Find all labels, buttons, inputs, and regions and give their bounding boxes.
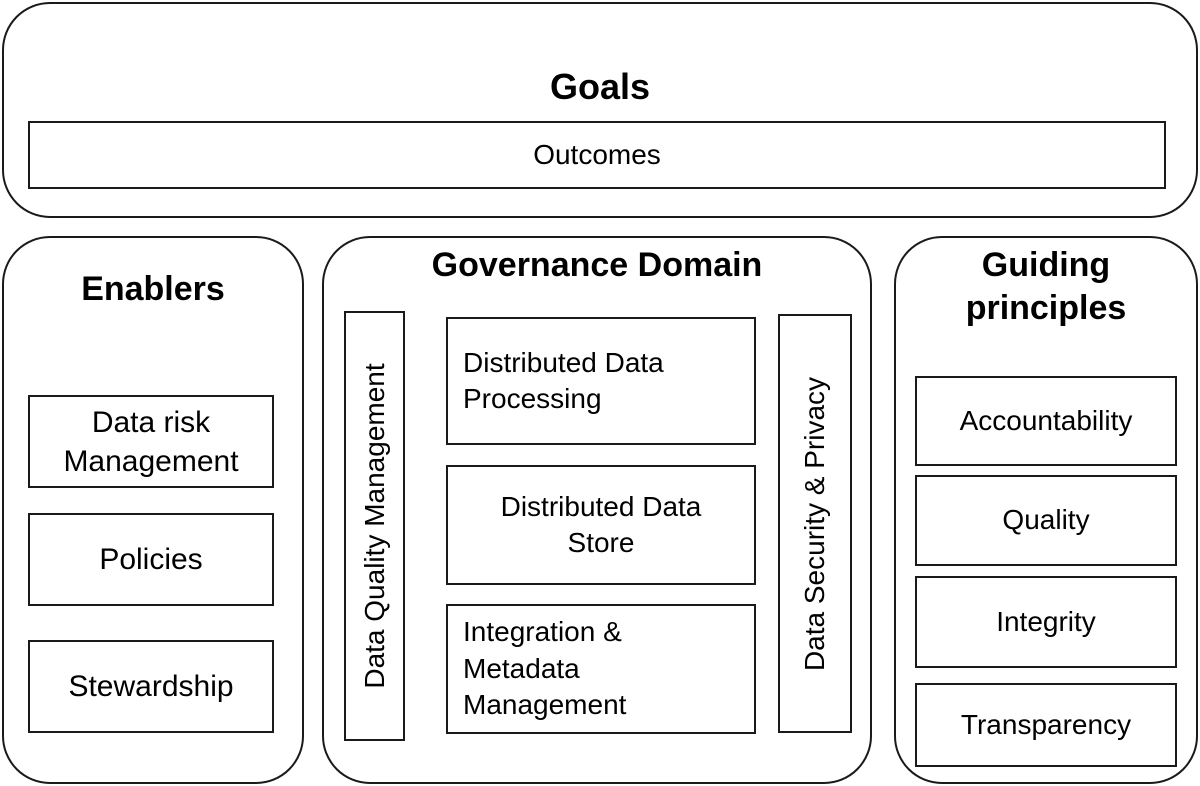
principle-item-quality: Quality bbox=[915, 475, 1177, 566]
outcomes-box: Outcomes bbox=[28, 121, 1166, 189]
data-security-privacy-box: Data Security & Privacy bbox=[778, 314, 852, 733]
integration-metadata-management-box: Integration & Metadata Management bbox=[446, 604, 756, 734]
principle-item-transparency: Transparency bbox=[915, 683, 1177, 767]
data-security-privacy-label: Data Security & Privacy bbox=[799, 376, 830, 671]
enabler-item-stewardship: Stewardship bbox=[28, 640, 274, 733]
enabler-item-data-risk-management: Data risk Management bbox=[28, 395, 274, 488]
data-quality-management-label: Data Quality Management bbox=[358, 363, 390, 689]
distributed-data-processing-box: Distributed Data Processing bbox=[446, 317, 756, 445]
data-quality-management-box: Data Quality Management bbox=[344, 311, 405, 741]
goals-title: Goals bbox=[549, 66, 651, 107]
distributed-data-store-box: Distributed Data Store bbox=[446, 465, 756, 585]
enabler-item-policies: Policies bbox=[28, 513, 274, 606]
guiding-principles-title: Guiding principles bbox=[965, 246, 1127, 327]
principle-item-integrity: Integrity bbox=[915, 576, 1177, 668]
enablers-title: Enablers bbox=[81, 270, 225, 308]
principle-item-accountability: Accountability bbox=[915, 376, 1177, 466]
governance-domain-title: Governance Domain bbox=[431, 246, 763, 284]
